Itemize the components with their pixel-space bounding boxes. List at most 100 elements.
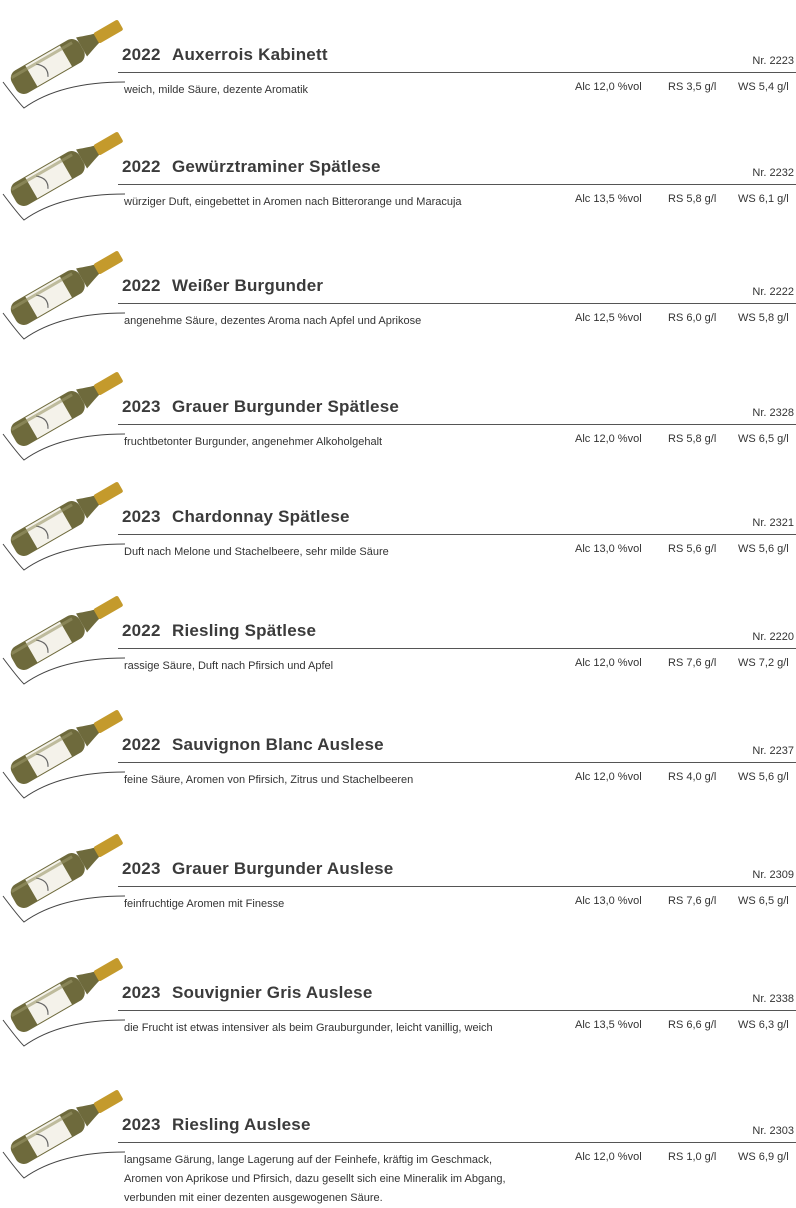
article-number: Nr. 2309: [752, 869, 794, 881]
acidity-value: WS 5,6 g/l: [738, 771, 789, 783]
wine-description: die Frucht ist etwas intensiver als beim…: [124, 1022, 493, 1034]
swoosh-line: [2, 543, 126, 571]
wine-year: 2022: [122, 621, 161, 640]
alcohol-value: Alc 12,0 %vol: [575, 1151, 642, 1163]
wine-year: 2023: [122, 983, 161, 1002]
divider: [118, 1142, 796, 1143]
residual-sugar-value: RS 6,0 g/l: [668, 312, 717, 324]
swoosh-line: [2, 193, 126, 221]
wine-bottle-icon: [10, 834, 123, 908]
wine-year: 2023: [122, 507, 161, 526]
divider: [118, 424, 796, 425]
residual-sugar-value: RS 3,5 g/l: [668, 81, 717, 93]
divider: [118, 184, 796, 185]
residual-sugar-value: RS 5,6 g/l: [668, 543, 717, 555]
article-number: Nr. 2222: [752, 286, 794, 298]
alcohol-value: Alc 12,5 %vol: [575, 312, 642, 324]
wine-bottle-icon: [10, 958, 123, 1032]
wine-year: 2023: [122, 859, 161, 878]
alcohol-value: Alc 13,5 %vol: [575, 1019, 642, 1031]
article-number: Nr. 2223: [752, 55, 794, 67]
divider: [118, 886, 796, 887]
swoosh-line: [2, 312, 126, 340]
swoosh-line: [2, 1019, 126, 1047]
wine-bottle-icon: [10, 596, 123, 670]
residual-sugar-value: RS 7,6 g/l: [668, 895, 717, 907]
acidity-value: WS 5,8 g/l: [738, 312, 789, 324]
divider: [118, 534, 796, 535]
residual-sugar-value: RS 5,8 g/l: [668, 193, 717, 205]
residual-sugar-value: RS 7,6 g/l: [668, 657, 717, 669]
wine-name: Grauer Burgunder Spätlese: [172, 397, 400, 416]
residual-sugar-value: RS 4,0 g/l: [668, 771, 717, 783]
alcohol-value: Alc 13,0 %vol: [575, 895, 642, 907]
alcohol-value: Alc 12,0 %vol: [575, 771, 642, 783]
alcohol-value: Alc 12,0 %vol: [575, 81, 642, 93]
acidity-value: WS 6,5 g/l: [738, 895, 789, 907]
wine-description: rassige Säure, Duft nach Pfirsich und Ap…: [124, 660, 334, 672]
wine-name: Gewürztraminer Spätlese: [172, 157, 381, 176]
article-number: Nr. 2321: [752, 517, 794, 529]
article-number: Nr. 2237: [752, 745, 794, 757]
wine-entry: 2023 Grauer Burgunder Spätlese Nr. 2328 …: [0, 368, 796, 468]
wine-year: 2023: [122, 1115, 161, 1134]
wine-description: feinfruchtige Aromen mit Finesse: [124, 898, 285, 910]
wine-entry: 2022 Weißer Burgunder Nr. 2222 angenehme…: [0, 247, 796, 347]
wine-name: Chardonnay Spätlese: [172, 507, 350, 526]
wine-name: Sauvignon Blanc Auslese: [172, 735, 384, 754]
acidity-value: WS 5,4 g/l: [738, 81, 789, 93]
wine-description: würziger Duft, eingebettet in Aromen nac…: [124, 196, 462, 208]
wine-year: 2022: [122, 45, 161, 64]
swoosh-line: [2, 433, 126, 461]
wine-name: Grauer Burgunder Auslese: [172, 859, 394, 878]
swoosh-line: [2, 81, 126, 109]
wine-year: 2022: [122, 157, 161, 176]
acidity-value: WS 7,2 g/l: [738, 657, 789, 669]
acidity-value: WS 6,5 g/l: [738, 433, 789, 445]
wine-entry: 2022 Sauvignon Blanc Auslese Nr. 2237 fe…: [0, 706, 796, 806]
wine-entry: 2023 Chardonnay Spätlese Nr. 2321 Duft n…: [0, 478, 796, 578]
divider: [118, 72, 796, 73]
divider: [118, 303, 796, 304]
divider: [118, 762, 796, 763]
wine-bottle-icon: [10, 1090, 123, 1164]
divider: [118, 648, 796, 649]
wine-bottle-icon: [10, 710, 123, 784]
wine-entry: 2022 Gewürztraminer Spätlese Nr. 2232 wü…: [0, 128, 796, 228]
wine-entry: 2023 Grauer Burgunder Auslese Nr. 2309 f…: [0, 830, 796, 930]
acidity-value: WS 6,3 g/l: [738, 1019, 789, 1031]
wine-description: weich, milde Säure, dezente Aromatik: [124, 84, 309, 96]
swoosh-line: [2, 1151, 126, 1179]
wine-entry: 2022 Auxerrois Kabinett Nr. 2223 weich, …: [0, 16, 796, 116]
swoosh-line: [2, 657, 126, 685]
wine-name: Auxerrois Kabinett: [172, 45, 328, 64]
swoosh-line: [2, 895, 126, 923]
swoosh-line: [2, 771, 126, 799]
residual-sugar-value: RS 5,8 g/l: [668, 433, 717, 445]
wine-description: Duft nach Melone und Stachelbeere, sehr …: [124, 546, 389, 558]
article-number: Nr. 2232: [752, 167, 794, 179]
wine-entry: 2023 Riesling Auslese Nr. 2303 langsame …: [0, 1086, 796, 1204]
wine-bottle-icon: [10, 132, 123, 206]
acidity-value: WS 6,9 g/l: [738, 1151, 789, 1163]
wine-name: Riesling Auslese: [172, 1115, 311, 1134]
wine-description: fruchtbetonter Burgunder, angenehmer Alk…: [124, 436, 383, 448]
wine-description: angenehme Säure, dezentes Aroma nach Apf…: [124, 315, 422, 327]
wine-name: Souvignier Gris Auslese: [172, 983, 373, 1002]
article-number: Nr. 2338: [752, 993, 794, 1005]
article-number: Nr. 2303: [752, 1125, 794, 1137]
acidity-value: WS 5,6 g/l: [738, 543, 789, 555]
wine-bottle-icon: [10, 251, 123, 325]
alcohol-value: Alc 12,0 %vol: [575, 433, 642, 445]
alcohol-value: Alc 13,5 %vol: [575, 193, 642, 205]
wine-bottle-icon: [10, 372, 123, 446]
acidity-value: WS 6,1 g/l: [738, 193, 789, 205]
article-number: Nr. 2220: [752, 631, 794, 643]
wine-bottle-icon: [10, 20, 123, 94]
alcohol-value: Alc 13,0 %vol: [575, 543, 642, 555]
article-number: Nr. 2328: [752, 407, 794, 419]
wine-year: 2022: [122, 735, 161, 754]
alcohol-value: Alc 12,0 %vol: [575, 657, 642, 669]
wine-name: Weißer Burgunder: [172, 276, 324, 295]
wine-year: 2022: [122, 276, 161, 295]
